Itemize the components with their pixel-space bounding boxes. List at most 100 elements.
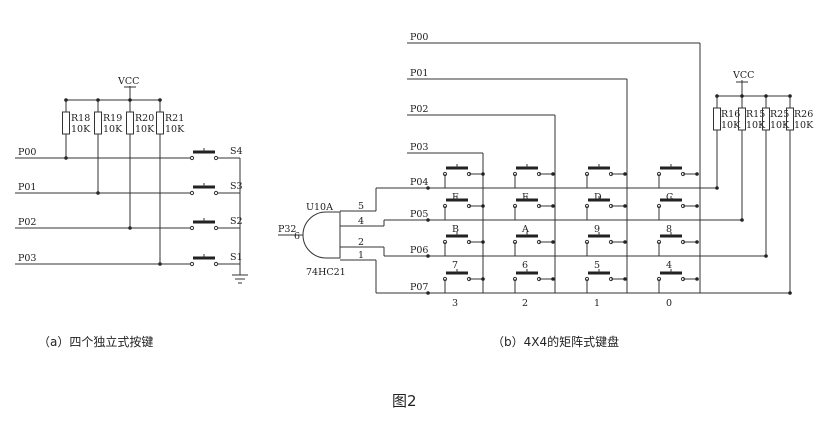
key-column-junction: [623, 204, 627, 208]
matrix-key-label: 8: [666, 224, 672, 235]
right-row-junction: [788, 291, 792, 295]
matrix-key-3: [442, 269, 472, 282]
row-port-label-p05: P05: [410, 209, 428, 220]
matrix-key-label: 5: [594, 260, 600, 271]
left-rail-junction: [158, 98, 162, 102]
gate-pin-1: 1: [358, 250, 364, 261]
matrix-key-0: [656, 269, 686, 282]
col-port-label-p01: P01: [410, 68, 428, 79]
matrix-key-label: 3: [452, 298, 458, 309]
right-rail-junction: [764, 94, 768, 98]
gate-output-pin: 6: [294, 231, 300, 242]
left-rail-junction: [96, 98, 100, 102]
right-resistor-r26-name: R26: [794, 109, 813, 120]
row-port-label-p07: P07: [410, 282, 428, 293]
right-row-junction: [715, 186, 719, 190]
left-resistor-r18-name: R18: [71, 113, 90, 124]
matrix-key-label: 0: [666, 298, 672, 309]
matrix-key-c: [656, 164, 686, 177]
left-resistor-r18-value: 10K: [71, 124, 91, 135]
right-resistor-r16-name: R16: [721, 109, 740, 120]
right-row-junction: [764, 254, 768, 258]
matrix-key-f: [442, 164, 472, 177]
key-column-junction: [551, 277, 555, 281]
left-switch-s3: [189, 183, 219, 196]
matrix-key-label: 4: [666, 260, 672, 271]
matrix-key-label: F: [452, 192, 459, 203]
right-resistor-r25-value: 10K: [770, 120, 790, 131]
col-port-label-p03: P03: [410, 142, 428, 153]
right-rail-junction: [740, 94, 744, 98]
key-column-junction: [481, 204, 485, 208]
gate-pin-5: 5: [358, 201, 364, 212]
left-rail-junction: [64, 98, 68, 102]
left-switch-label: S4: [230, 146, 243, 157]
matrix-key-label: A: [521, 224, 529, 235]
key-column-junction: [551, 240, 555, 244]
left-resistor-r21-name: R21: [165, 113, 184, 124]
col-port-label-p00: P00: [410, 32, 428, 43]
matrix-key-label: D: [594, 192, 602, 203]
matrix-key-2: [512, 269, 542, 282]
gate-name: U10A: [306, 202, 333, 213]
right-resistor-r15-name: R15: [746, 109, 765, 120]
left-switch-label: S1: [230, 252, 243, 263]
matrix-key-label: B: [452, 224, 459, 235]
left-switch-s4: [189, 148, 219, 161]
left-resistor-r21-value: 10K: [165, 124, 185, 135]
row-port-label-p04: P04: [410, 177, 428, 188]
key-column-junction: [481, 172, 485, 176]
right-resistor-r26-value: 10K: [794, 120, 814, 131]
right-resistor-r15-value: 10K: [746, 120, 766, 131]
left-vcc-label: VCC: [117, 76, 139, 87]
and-gate-body: [302, 211, 341, 259]
left-port-label-p01: P01: [18, 182, 36, 193]
right-resistor-r16-value: 10K: [721, 120, 741, 131]
gate-output-label: P32: [278, 224, 296, 235]
matrix-key-label: 9: [594, 224, 600, 235]
right-vcc-label: VCC: [732, 70, 754, 81]
left-switch-s2: [189, 218, 219, 231]
left-switch-label: S3: [230, 181, 243, 192]
key-column-junction: [623, 240, 627, 244]
gate-part: 74HC21: [306, 267, 346, 278]
right-resistor-r25-name: R25: [770, 109, 789, 120]
right-row-junction: [740, 218, 744, 222]
key-column-junction: [623, 277, 627, 281]
left-rail-junction: [128, 98, 132, 102]
row-port-label-p06: P06: [410, 245, 428, 256]
key-column-junction: [551, 172, 555, 176]
left-resistor-r20-name: R20: [135, 113, 154, 124]
left-resistor-r19-value: 10K: [103, 124, 123, 135]
key-column-junction: [481, 240, 485, 244]
figure-label: 图2: [392, 392, 417, 410]
matrix-key-1: [584, 269, 614, 282]
key-column-junction: [551, 204, 555, 208]
right-rail-junction: [715, 94, 719, 98]
matrix-key-4: [656, 232, 686, 245]
key-column-junction: [481, 277, 485, 281]
matrix-key-label: 6: [522, 260, 528, 271]
left-port-label-p03: P03: [18, 253, 36, 264]
left-port-label-p00: P00: [18, 147, 36, 158]
matrix-key-6: [512, 232, 542, 245]
gate-pin-4: 4: [358, 216, 364, 227]
left-resistor-r19-name: R19: [103, 113, 122, 124]
